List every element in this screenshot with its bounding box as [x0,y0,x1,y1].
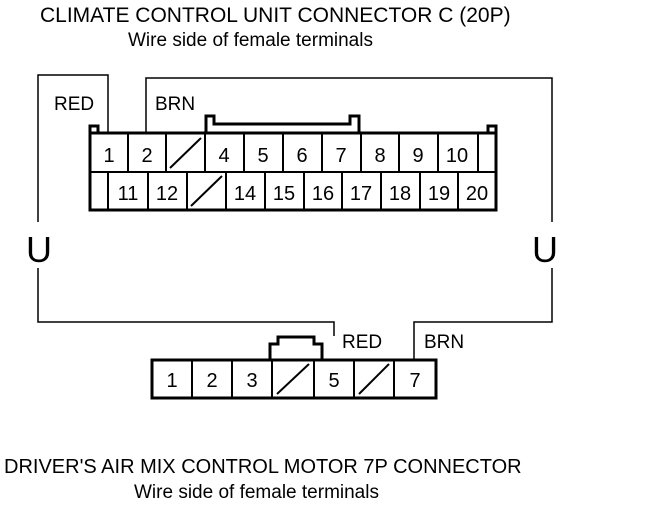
top-pin-15: 15 [273,183,295,205]
top-pin-1: 1 [103,145,114,167]
bottom-pin-5: 5 [328,370,339,392]
top-pin-8: 8 [374,145,385,167]
brn-wire-path [145,77,553,360]
top-pin-4: 4 [218,145,229,167]
top-connector-title: CLIMATE CONTROL UNIT CONNECTOR C (20P) [40,4,511,27]
bottom-pin-7: 7 [409,370,420,392]
top-pin-5: 5 [257,145,268,167]
top-wire-brn-label: BRN [155,94,195,115]
bottom-connector-title: DRIVER'S AIR MIX CONTROL MOTOR 7P CONNEC… [4,456,522,478]
top-pin-17: 17 [350,183,372,205]
bottom-pin-3: 3 [246,370,257,392]
top-connector-lock [204,114,361,133]
bottom-pin-2: 2 [206,370,217,392]
top-pin-20: 20 [466,183,488,205]
top-pin-11: 11 [118,183,139,205]
bottom-connector-body [150,358,438,400]
top-pin-2: 2 [141,145,152,167]
top-connector-subtitle: Wire side of female terminals [128,30,373,51]
bottom-pin-1: 1 [166,370,177,392]
top-pin-7: 7 [335,145,346,167]
top-pin-14: 14 [234,183,256,205]
bottom-connector-lock [268,335,324,360]
continuation-right-icon: U [532,229,558,270]
top-pin-9: 9 [412,145,423,167]
bottom-wire-brn-label: BRN [424,332,464,353]
continuation-left-icon: U [26,229,52,270]
top-pin-6: 6 [296,145,307,167]
top-pin-12: 12 [156,183,178,205]
top-wire-red-label: RED [54,94,94,115]
red-wire-path [37,74,335,336]
top-pin-10: 10 [446,145,468,167]
top-pin-16: 16 [312,183,334,205]
top-pin-18: 18 [389,183,411,205]
top-pin-19: 19 [428,183,450,205]
bottom-connector-subtitle: Wire side of female terminals [134,482,379,503]
bottom-wire-red-label: RED [342,332,382,353]
